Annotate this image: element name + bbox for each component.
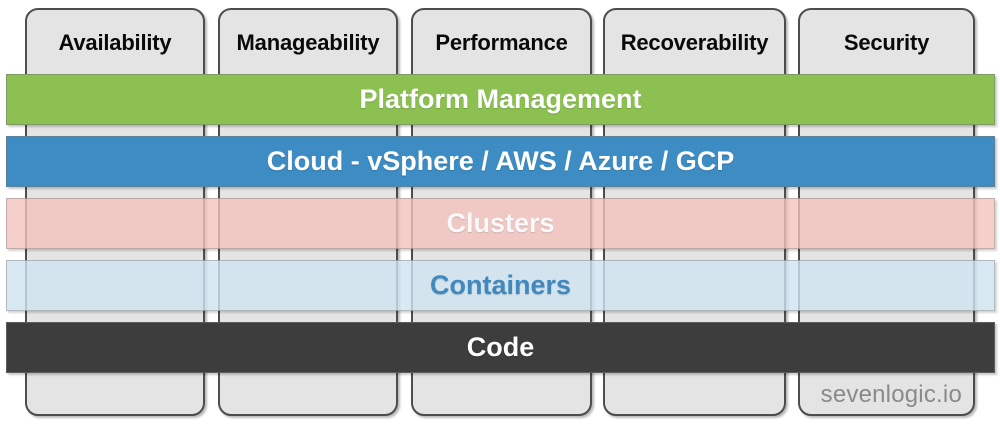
layer-clusters: Clusters <box>6 198 995 249</box>
layer-cloud: Cloud - vSphere / AWS / Azure / GCP <box>6 136 995 187</box>
layer-containers: Containers <box>6 260 995 311</box>
layer-label: Clusters <box>446 208 555 238</box>
pillar-label: Manageability <box>236 30 380 55</box>
pillar-label: Performance <box>435 30 568 55</box>
pillar-label: Availability <box>58 30 172 55</box>
layer-platform-management: Platform Management <box>6 74 995 125</box>
watermark: sevenlogic.io <box>820 381 962 408</box>
layer-code: Code <box>6 322 995 373</box>
layer-label: Cloud - vSphere / AWS / Azure / GCP <box>266 146 735 176</box>
pillar-label: Recoverability <box>620 30 769 55</box>
pillar-label: Security <box>843 30 930 55</box>
layer-label: Code <box>466 332 535 362</box>
layer-label: Platform Management <box>359 84 642 114</box>
layer-label: Containers <box>429 270 572 300</box>
